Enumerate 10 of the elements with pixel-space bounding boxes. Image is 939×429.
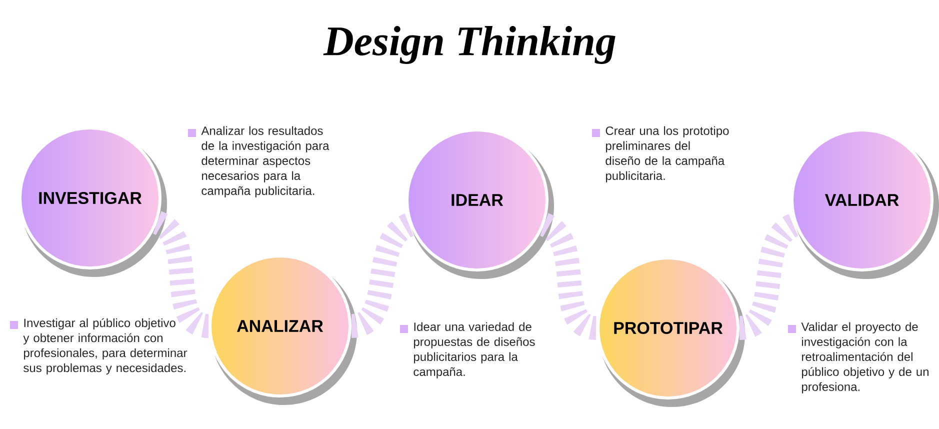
bullet-text: Validar el proyecto de investigación con la retroalimentación del público objetivo y de un profesiona. [788, 322, 928, 394]
bullet-text: Investigar al público objetivo y obtener información con profesionales, para determinar sus problemas y necesidades. [10, 318, 188, 375]
bullet-text: Crear una los prototipo preliminares del diseño de la campaña publicitaria. [592, 126, 729, 182]
striped-band [538, 214, 599, 340]
bullet-text: Idear una variedad de propuestas de diseños publicitarios para la campaña. [400, 322, 535, 378]
striped-band [151, 212, 211, 338]
striped-band [737, 214, 801, 340]
title: Design Thinking [323, 26, 616, 64]
bullet-text: Analizar los resultados de la investigación para determinar aspectos necesarios para la campaña publicitaria. [188, 126, 330, 198]
striped-band [350, 214, 416, 338]
